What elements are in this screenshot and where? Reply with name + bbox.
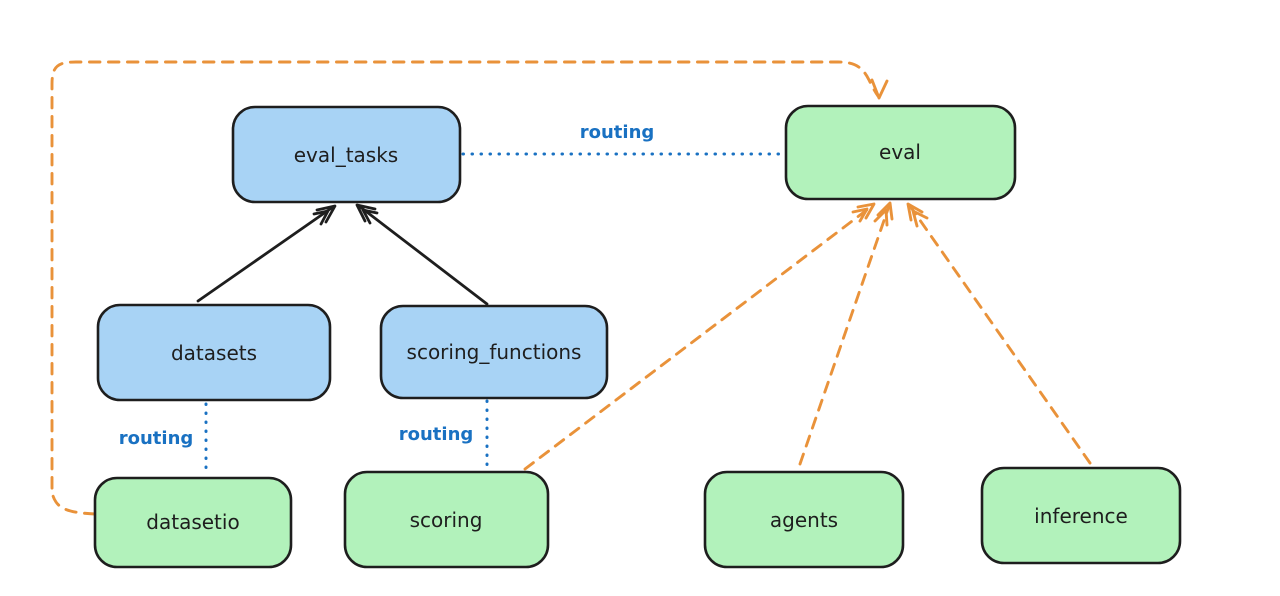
arrowhead-icon xyxy=(856,202,876,220)
arrowhead-icon xyxy=(361,208,379,225)
routing-label: routing xyxy=(399,424,474,445)
node-eval_tasks: eval_tasks xyxy=(231,105,462,204)
arrowhead-icon xyxy=(312,209,330,226)
node-label: scoring xyxy=(410,508,483,532)
node-label: agents xyxy=(770,508,838,532)
dashed-connector xyxy=(50,60,880,516)
node-datasetio: datasetio xyxy=(93,476,293,569)
arrowhead-down-icon xyxy=(870,78,889,100)
arrowhead-icon xyxy=(355,203,377,223)
edge-scoring-to-eval xyxy=(523,202,876,471)
arrowhead-icon xyxy=(851,207,869,223)
dashed-connector xyxy=(798,204,891,466)
node-box xyxy=(379,304,609,400)
solid-connector xyxy=(357,204,489,306)
dashed-connector xyxy=(523,204,874,471)
edge-scoring_functions-to-eval_tasks xyxy=(355,203,489,306)
node-box xyxy=(980,466,1182,565)
edge-inference-to-eval xyxy=(906,202,1092,465)
node-label: eval_tasks xyxy=(294,143,398,167)
solid-connector xyxy=(196,205,335,303)
node-inference: inference xyxy=(980,466,1182,565)
node-eval: eval xyxy=(784,104,1017,201)
routing-label: routing xyxy=(580,122,655,143)
arrowhead-icon xyxy=(315,204,337,224)
node-box xyxy=(343,470,550,569)
node-label: scoring_functions xyxy=(407,340,582,364)
edge-datasets-to-datasetio: routing xyxy=(119,402,208,476)
node-label: inference xyxy=(1034,504,1128,528)
routing-label: routing xyxy=(119,428,194,449)
node-scoring_functions: scoring_functions xyxy=(379,304,609,400)
node-box xyxy=(93,476,293,569)
node-label: datasetio xyxy=(146,510,239,534)
edge-scoring_functions-to-scoring: routing xyxy=(399,399,489,470)
node-datasets: datasets xyxy=(96,303,332,402)
node-box xyxy=(784,104,1017,201)
node-scoring: scoring xyxy=(343,470,550,569)
node-box xyxy=(96,303,332,402)
node-agents: agents xyxy=(703,470,905,569)
arrowhead-icon xyxy=(876,201,894,221)
edge-eval_tasks-to-eval: routing xyxy=(461,122,785,156)
edge-datasets-to-eval_tasks xyxy=(196,204,337,303)
dashed-connector xyxy=(908,204,1092,465)
node-label: eval xyxy=(879,140,921,164)
node-box xyxy=(703,470,905,569)
arrowhead-icon xyxy=(911,209,929,228)
edge-agents-to-eval xyxy=(798,201,894,466)
node-label: datasets xyxy=(171,341,257,365)
arrowhead-icon xyxy=(906,202,924,222)
arrowhead-icon xyxy=(873,208,889,227)
node-box xyxy=(231,105,462,204)
edge-datasetio-to-eval xyxy=(50,60,889,516)
